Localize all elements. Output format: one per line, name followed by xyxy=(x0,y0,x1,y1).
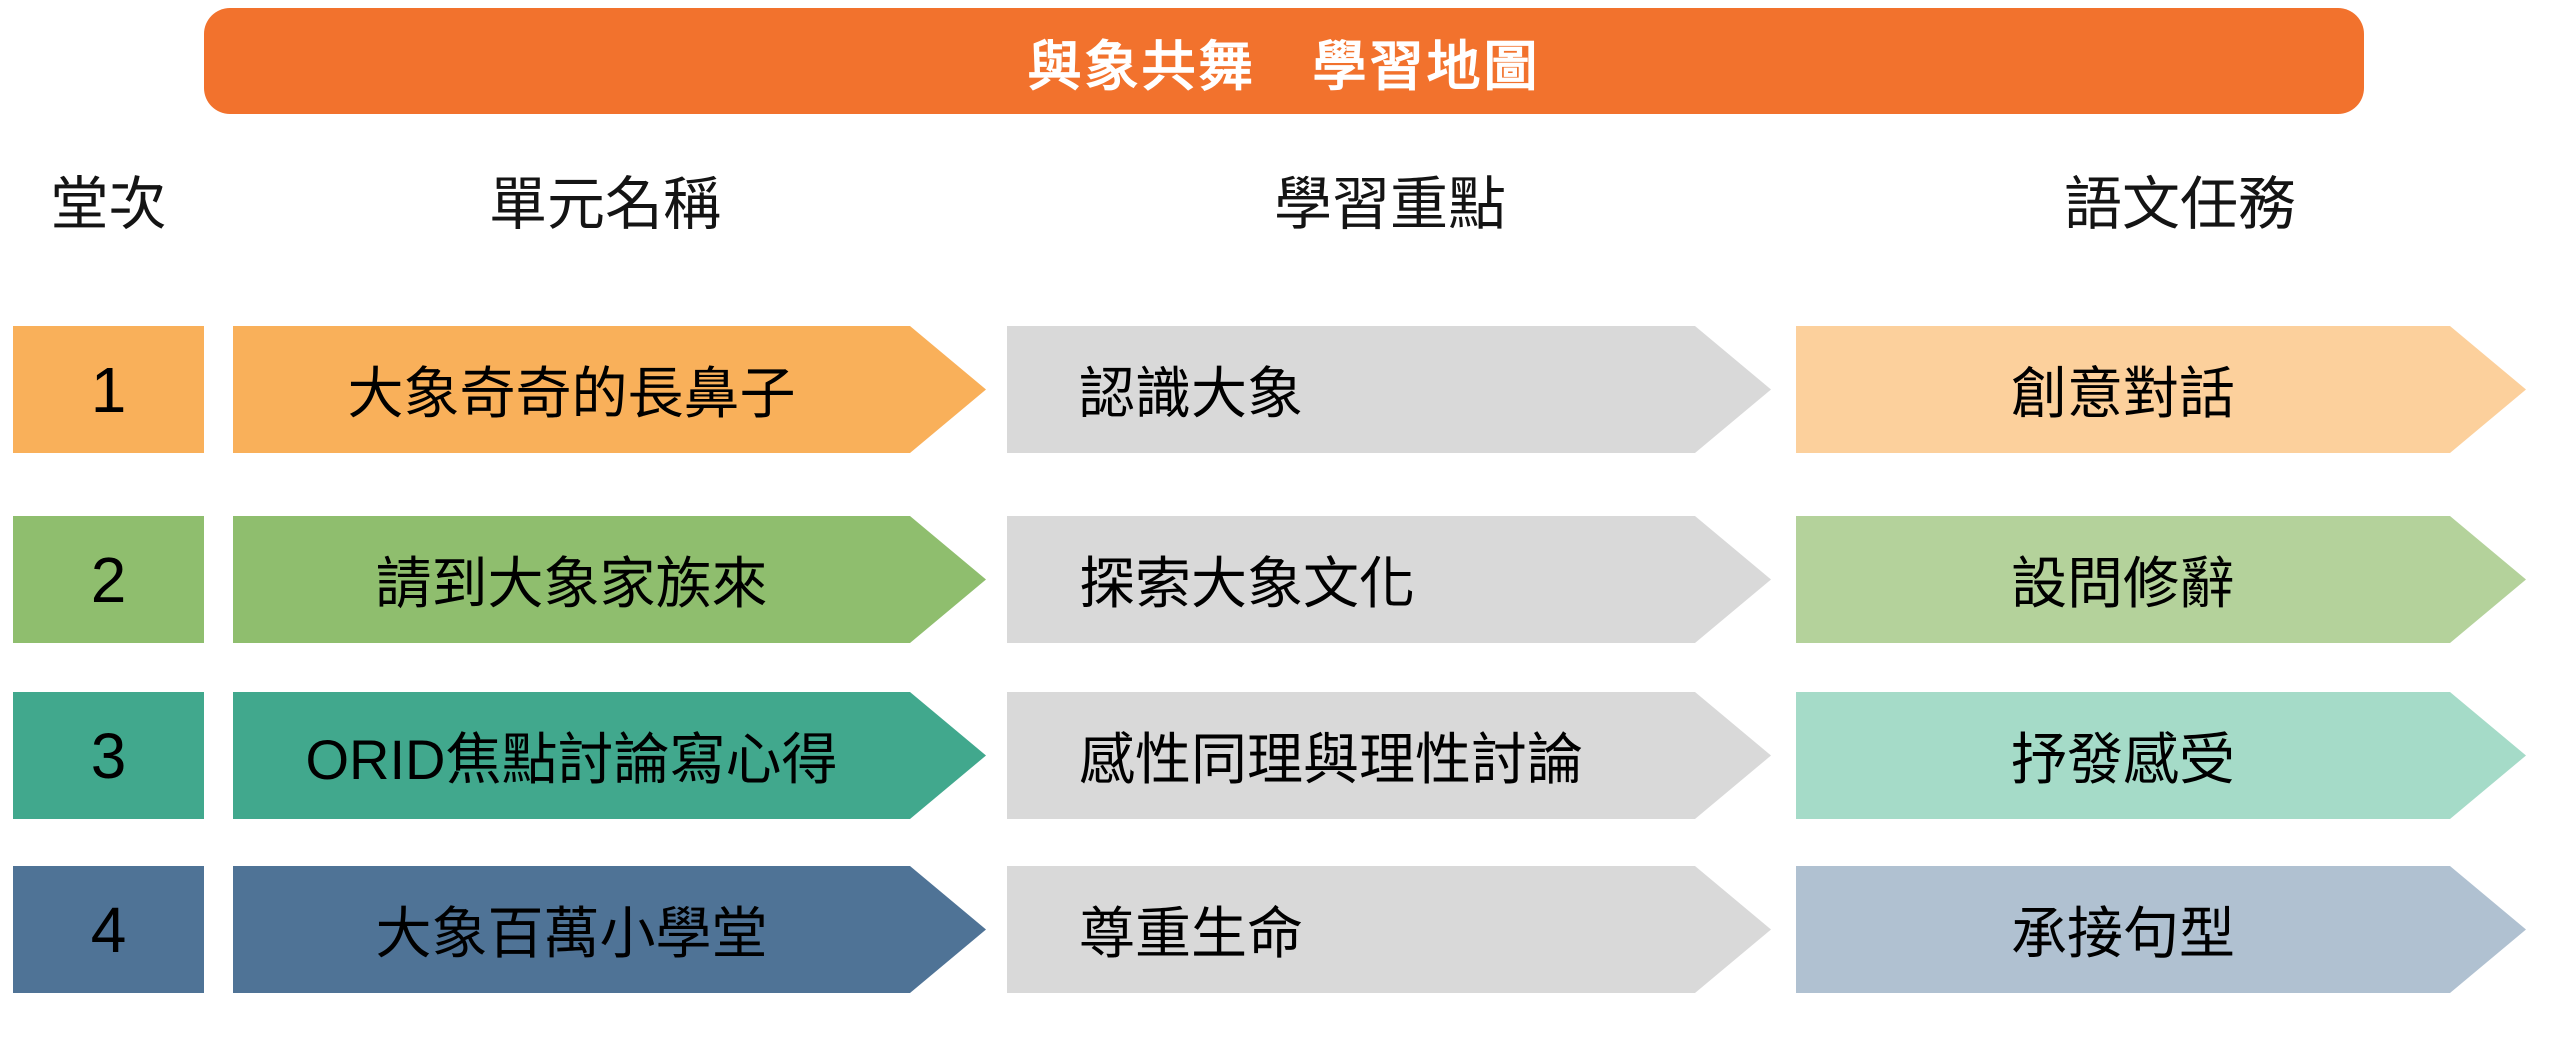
learning-focus-label: 認識大象 xyxy=(1079,362,1303,425)
language-task-label: 抒發感受 xyxy=(2011,728,2235,791)
table-row: 2 請到大象家族來 探索大象文化 設問修辭 xyxy=(0,516,2560,643)
unit-name-arrow: 大象奇奇的長鼻子 xyxy=(233,326,986,453)
session-number-box: 4 xyxy=(13,866,204,993)
language-task-arrow: 設問修辭 xyxy=(1796,516,2526,643)
learning-focus-arrow: 探索大象文化 xyxy=(1007,516,1771,643)
language-task-label: 設問修辭 xyxy=(2011,552,2235,615)
unit-name-label: 大象百萬小學堂 xyxy=(375,902,768,965)
column-header-learning-focus: 學習重點 xyxy=(1273,172,1506,237)
table-row: 3 ORID焦點討論寫心得 感性同理與理性討論 抒發感受 xyxy=(0,692,2560,819)
language-task-label: 創意對話 xyxy=(2011,362,2235,425)
session-number-box: 2 xyxy=(13,516,204,643)
session-number: 4 xyxy=(90,893,127,966)
session-number-box: 1 xyxy=(13,326,204,453)
learning-focus-arrow: 認識大象 xyxy=(1007,326,1771,453)
learning-focus-label: 探索大象文化 xyxy=(1079,552,1415,615)
unit-name-arrow: 請到大象家族來 xyxy=(233,516,986,643)
unit-name-arrow: 大象百萬小學堂 xyxy=(233,866,986,993)
session-number-box: 3 xyxy=(13,692,204,819)
title-banner: 與象共舞 學習地圖 xyxy=(204,8,2364,114)
column-header-session: 堂次 xyxy=(50,172,167,237)
page-title: 與象共舞 學習地圖 xyxy=(1027,36,1541,97)
learning-focus-label: 尊重生命 xyxy=(1079,902,1303,965)
table-row: 4 大象百萬小學堂 尊重生命 承接句型 xyxy=(0,866,2560,993)
language-task-arrow: 創意對話 xyxy=(1796,326,2526,453)
unit-name-label: ORID焦點討論寫心得 xyxy=(305,728,838,791)
session-number: 3 xyxy=(90,719,127,792)
unit-name-label: 請到大象家族來 xyxy=(375,552,768,615)
language-task-arrow: 承接句型 xyxy=(1796,866,2526,993)
unit-name-arrow: ORID焦點討論寫心得 xyxy=(233,692,986,819)
column-header-unit-name: 單元名稱 xyxy=(488,172,721,237)
session-number: 1 xyxy=(90,353,127,426)
language-task-label: 承接句型 xyxy=(2011,902,2235,965)
unit-name-label: 大象奇奇的長鼻子 xyxy=(347,362,796,425)
learning-focus-arrow: 尊重生命 xyxy=(1007,866,1771,993)
session-number: 2 xyxy=(90,543,127,616)
learning-focus-label: 感性同理與理性討論 xyxy=(1079,728,1583,791)
learning-focus-arrow: 感性同理與理性討論 xyxy=(1007,692,1771,819)
table-row: 1 大象奇奇的長鼻子 認識大象 創意對話 xyxy=(0,326,2560,453)
language-task-arrow: 抒發感受 xyxy=(1796,692,2526,819)
column-header-language-task: 語文任務 xyxy=(2063,172,2296,237)
